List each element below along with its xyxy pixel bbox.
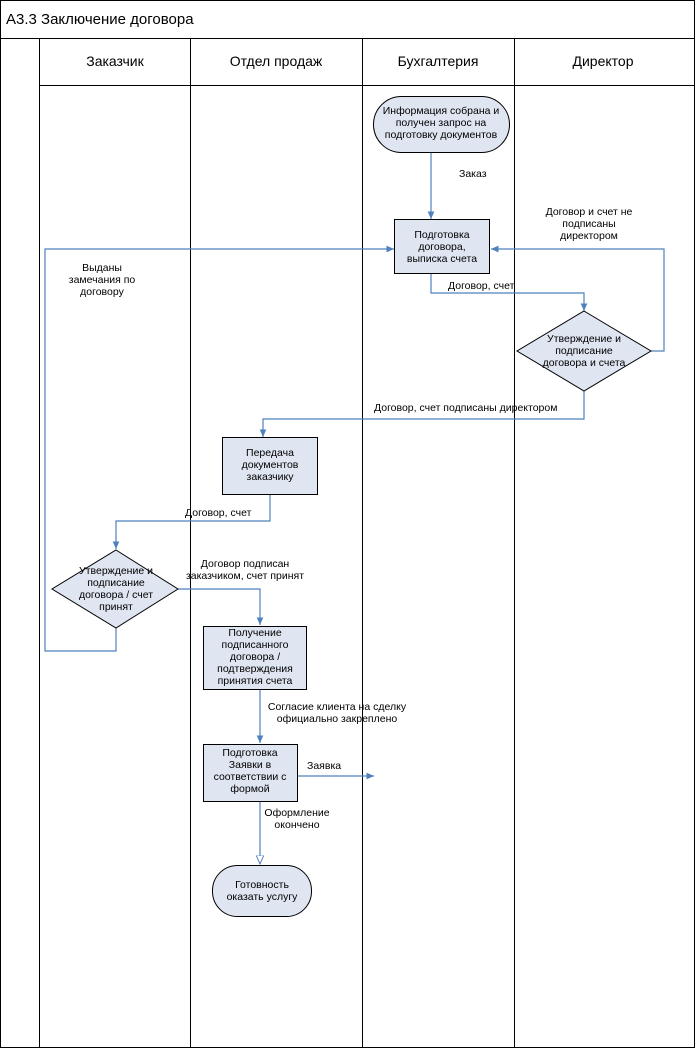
label-line: Договор, счет: [448, 280, 515, 292]
label-line: Выданы: [82, 262, 122, 274]
edge-prepare-to-director: [430, 273, 588, 311]
label-line: Подготовка: [222, 747, 277, 759]
label-line: выписка счета: [407, 253, 477, 265]
label-line: заказчику: [247, 471, 295, 483]
label-line: Договор, счет: [185, 507, 252, 519]
lane-header-sales: Отдел продаж: [230, 53, 323, 69]
label-line: Информация собрана и: [383, 105, 500, 117]
lane-header-accounting: Бухгалтерия: [398, 53, 479, 69]
label-line: официально закреплено: [277, 713, 398, 725]
label-line: договора / счет: [79, 589, 153, 601]
label-line: подписание: [87, 577, 145, 589]
label-line: оказать услугу: [227, 891, 299, 903]
edge-label-contract-invoice-customer: Договор, счет: [185, 507, 252, 519]
label-line: документов: [242, 459, 299, 471]
label-line: подписанного: [222, 639, 289, 651]
label-line: Получение: [228, 627, 282, 639]
label-line: Готовность: [235, 879, 289, 891]
edge-label-request: Заявка: [307, 760, 341, 772]
edge-label-contract-invoice: Договор, счет: [448, 280, 515, 292]
label-line: окончено: [274, 819, 319, 831]
label-line: договора и счета: [543, 357, 626, 369]
diagram-title: A3.3 Заключение договора: [6, 11, 194, 28]
edge-customer-remarks: [44, 245, 394, 652]
edge-director-rejected: [491, 245, 665, 352]
label-line: договора /: [230, 651, 280, 663]
label-line: Заявка: [307, 760, 341, 772]
label-line: Заказ: [459, 168, 487, 180]
label-line: Договор и счет не: [546, 206, 633, 218]
label-line: заказчиком, счет принят: [186, 570, 304, 582]
edge-customer-to-receive: [178, 588, 264, 625]
label-line: подготовку документов: [385, 129, 498, 141]
connectors: [44, 153, 665, 864]
lane-header-customer: Заказчик: [86, 53, 144, 69]
label-line: Согласие клиента на сделку: [268, 701, 407, 713]
label-line: директором: [560, 230, 618, 242]
edge-label-order: Заказ: [459, 168, 487, 180]
label-line: Заявки в: [229, 759, 272, 771]
label-line: формой: [230, 783, 269, 795]
label-line: подписаны: [562, 218, 615, 230]
label-line: Подготовка: [414, 229, 469, 241]
label-line: Утверждение и: [547, 333, 621, 345]
label-line: Утверждение и: [79, 565, 153, 577]
label-line: Передача: [246, 447, 294, 459]
label-line: Оформление: [264, 807, 329, 819]
label-line: получен запрос на: [396, 117, 487, 129]
label-line: принятия счета: [218, 675, 293, 687]
label-line: Договор, счет подписаны директором: [374, 402, 557, 414]
label-line: замечания по: [69, 274, 136, 286]
label-line: договору: [80, 286, 124, 298]
lane-header-director: Директор: [573, 53, 634, 69]
label-line: соответствии с: [214, 771, 287, 783]
edge-label-signed-by-director: Договор, счет подписаны директором: [374, 402, 557, 414]
label-line: принят: [99, 601, 133, 613]
label-line: подписание: [555, 345, 613, 357]
label-line: договора,: [418, 241, 465, 253]
edge-transfer-to-customer: [112, 494, 271, 549]
edge-director-to-transfer: [259, 391, 585, 437]
label-line: Договор подписан: [201, 558, 290, 570]
label-line: подтверждения: [217, 663, 293, 675]
